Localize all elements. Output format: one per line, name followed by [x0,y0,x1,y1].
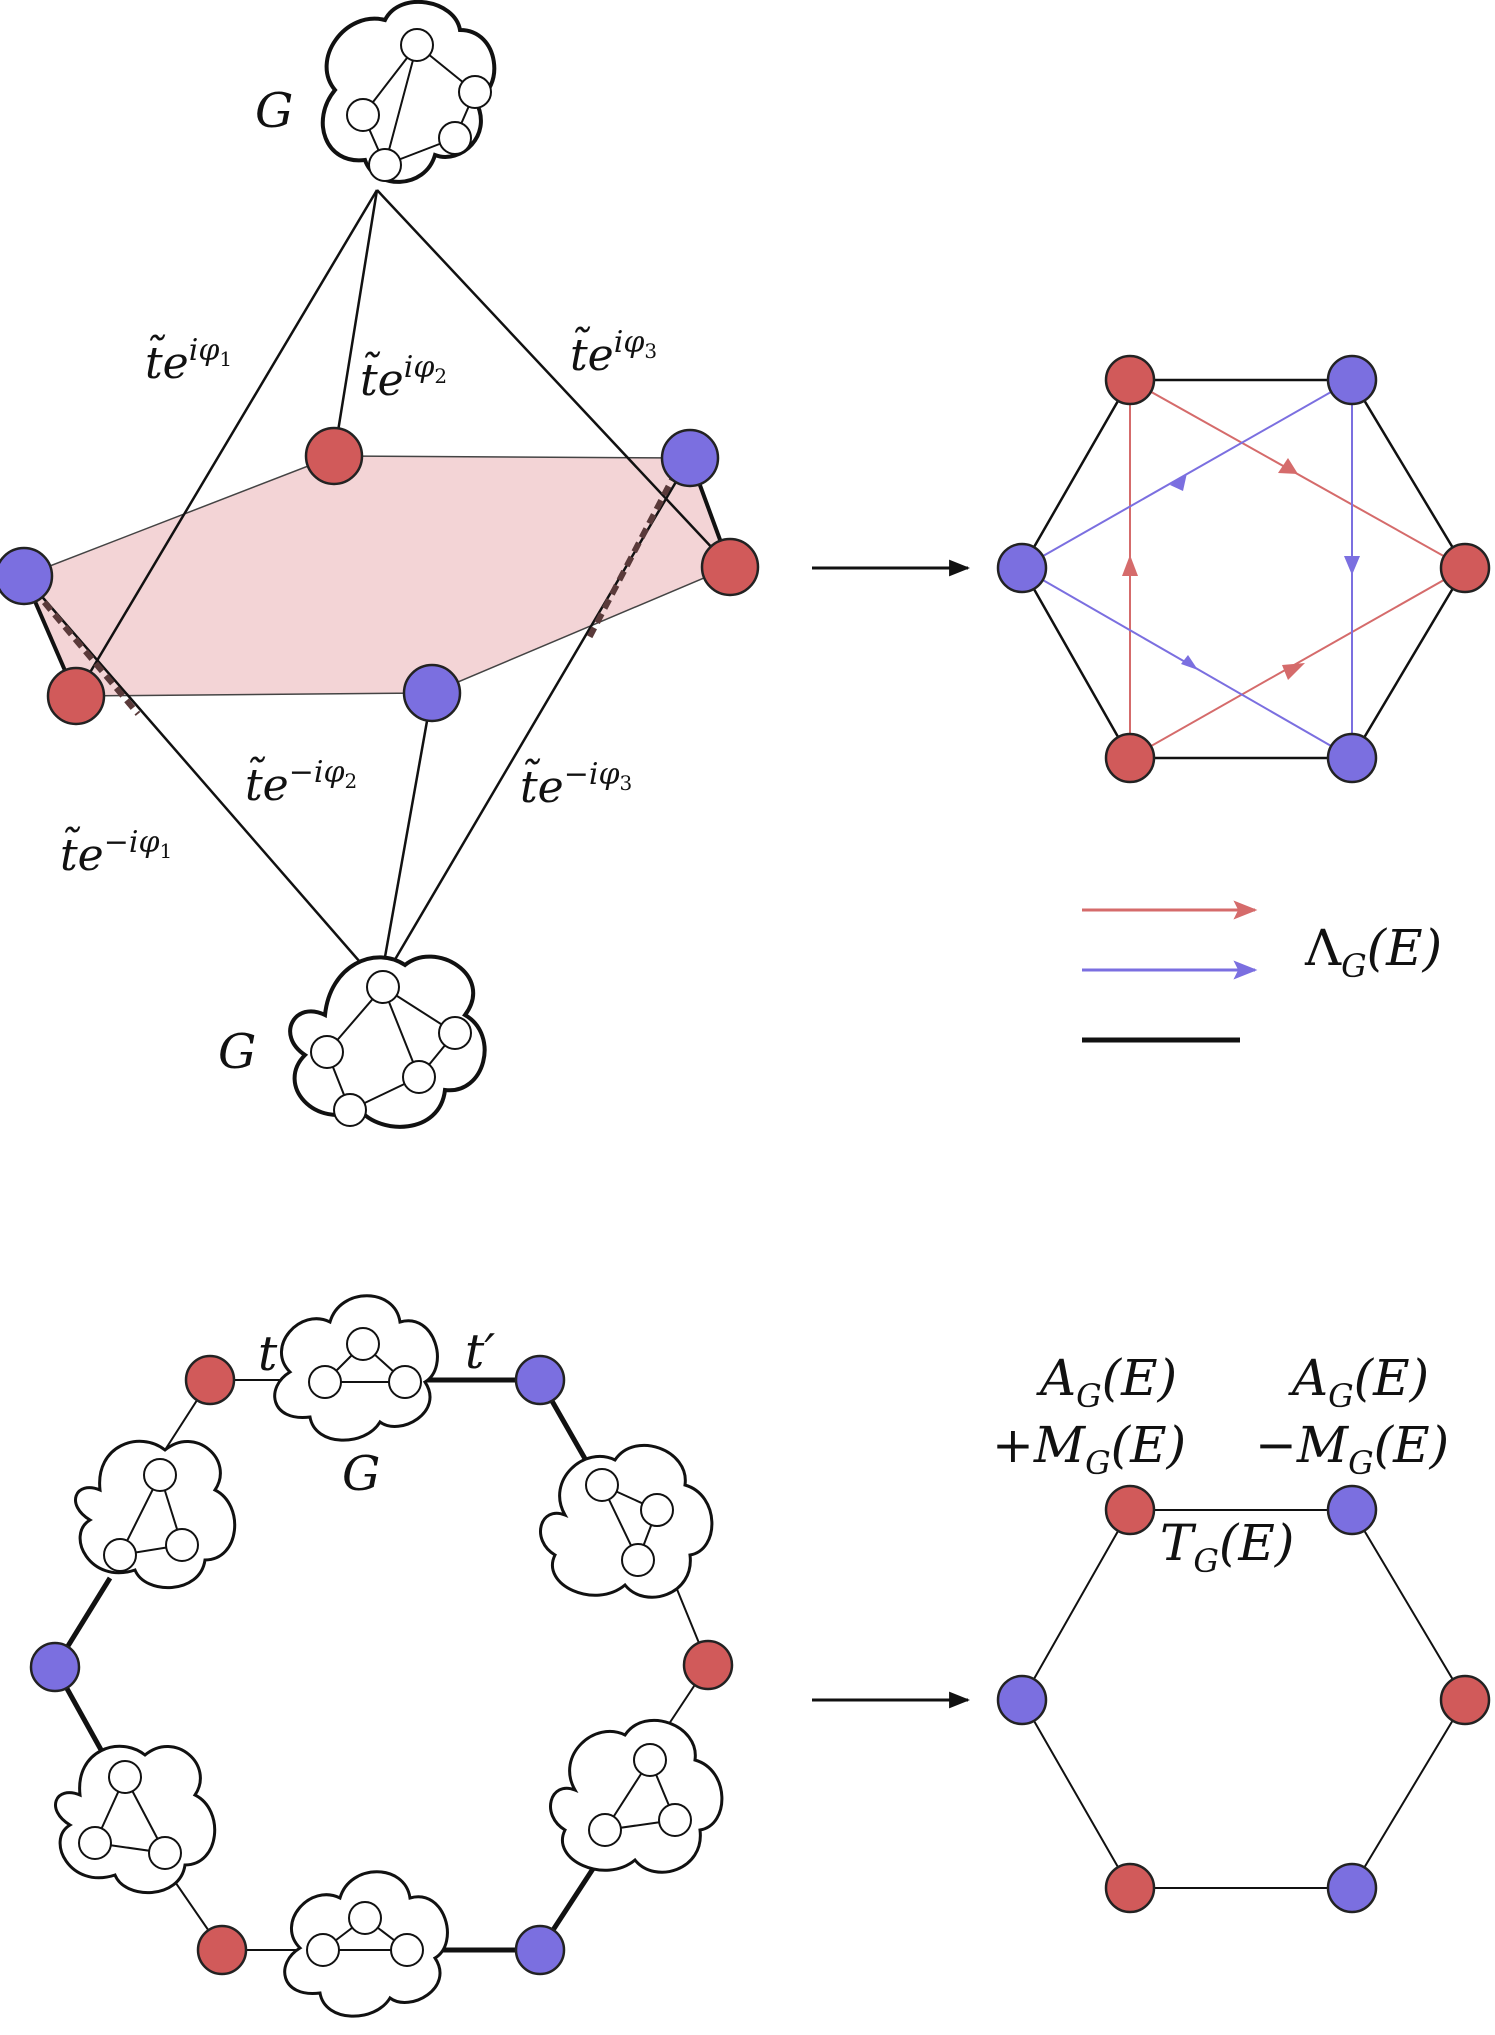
dashed-left [31,588,141,716]
node-red [46,666,106,726]
node-red [1104,732,1156,784]
node-red [1104,1862,1156,1914]
label-hop2-down: t̃e−iφ2 [245,755,357,811]
label-t-g: TG(E) [1160,1514,1294,1580]
node-red [304,426,364,486]
label-a-right: AG(E) [1288,1349,1429,1415]
label-m-right: −MG(E) [1255,1416,1449,1482]
hop-line-1-up [74,189,379,697]
label-g-upper: G [255,83,293,139]
label-hop1-down: t̃e−iφ1 [60,825,172,881]
legend: ΛG(E) [1082,900,1442,1043]
node-red [184,1354,236,1406]
node-red [1439,1674,1491,1726]
node-red [682,1639,734,1691]
node-blue [996,1674,1048,1726]
node-blue [514,1924,566,1976]
legend-lambda-label: ΛG(E) [1304,919,1442,985]
node-red [1104,354,1156,406]
hop-line-3-up [376,189,731,568]
bottom-right-hexagon [996,1484,1491,1914]
label-a-left: AG(E) [1036,1349,1177,1415]
hop-line-2-up [332,189,379,457]
cluster-g-upper [320,0,497,184]
cluster-g-upper-left [74,1439,237,1590]
node-blue [29,1641,81,1693]
node-blue [514,1354,566,1406]
label-hop3-up: t̃eiφ3 [570,325,657,381]
label-hop2-up: t̃eiφ2 [360,350,447,406]
node-blue [1326,1862,1378,1914]
node-blue [996,542,1048,594]
node-blue [1326,354,1378,406]
node-blue [402,663,462,723]
top-right-hexagon [996,354,1491,784]
cluster-g-upper-right [539,1443,714,1599]
bottom-left-ring [29,1294,734,2018]
node-red [196,1924,248,1976]
node-red [1439,542,1491,594]
node-blue [1326,1484,1378,1536]
hop-line-2-down [378,692,434,986]
top-left-lattice [0,189,760,986]
cluster-g-lower-right [549,1718,724,1874]
cluster-g-lower-left [54,1744,217,1895]
cluster-g-lower [288,954,487,1129]
label-hop3-down: t̃e−iφ3 [520,757,632,813]
node-blue [0,546,54,606]
label-m-left: +MG(E) [992,1416,1186,1482]
cluster-g-bottom [283,1870,449,2018]
label-g-lower: G [218,1024,256,1080]
label-g-ring: G [342,1446,380,1502]
label-t: t [258,1326,278,1382]
label-hop1-up: t̃eiφ1 [145,333,232,389]
label-t-prime: t′ [465,1324,495,1380]
node-blue [1326,732,1378,784]
cluster-g-top [273,1294,439,1442]
node-red [1104,1484,1156,1536]
node-red [700,537,760,597]
node-blue [660,428,720,488]
